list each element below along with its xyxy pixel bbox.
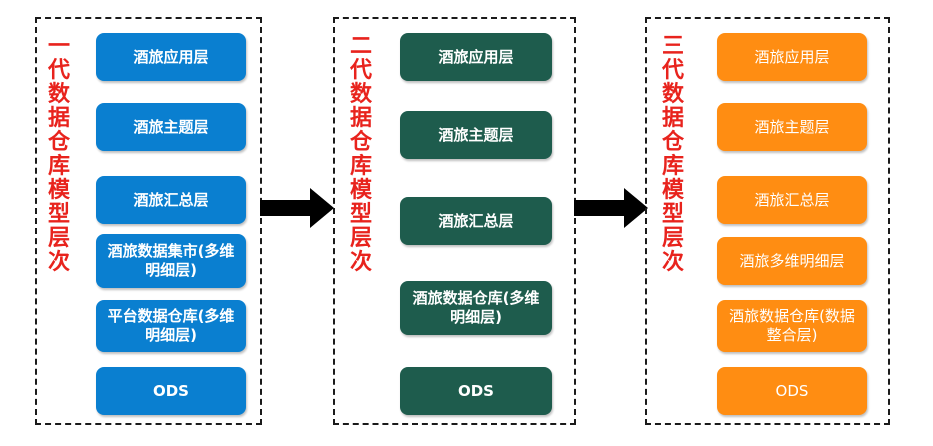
gen1-title: 一代数据仓库模型层次 <box>47 34 70 275</box>
gen2-panel: 二代数据仓库模型层次 酒旅应用层 酒旅主题层 酒旅汇总层 酒旅数据仓库(多维明细… <box>333 17 576 425</box>
gen1-panel: 一代数据仓库模型层次 酒旅应用层 酒旅主题层 酒旅汇总层 酒旅数据集市(多维明细… <box>35 17 262 425</box>
gen2-layer-app: 酒旅应用层 <box>400 33 552 81</box>
gen1-layer-app: 酒旅应用层 <box>96 33 246 81</box>
right-arrow-icon <box>574 188 648 228</box>
gen1-layer-topic: 酒旅主题层 <box>96 103 246 151</box>
gen3-layer-detail: 酒旅多维明细层 <box>717 237 867 285</box>
gen1-layer-summary: 酒旅汇总层 <box>96 176 246 224</box>
right-arrow-icon <box>260 188 334 228</box>
gen2-layer-topic: 酒旅主题层 <box>400 111 552 159</box>
gen3-layer-app: 酒旅应用层 <box>717 33 867 81</box>
gen2-title: 二代数据仓库模型层次 <box>349 34 372 275</box>
gen2-layer-summary: 酒旅汇总层 <box>400 197 552 245</box>
gen2-layer-ods: ODS <box>400 367 552 415</box>
gen2-layer-dw: 酒旅数据仓库(多维明细层) <box>400 281 552 335</box>
gen1-layer-ods: ODS <box>96 367 246 415</box>
gen3-title: 三代数据仓库模型层次 <box>661 34 684 275</box>
gen3-layer-summary: 酒旅汇总层 <box>717 176 867 224</box>
gen3-layer-ods: ODS <box>717 367 867 415</box>
gen3-layer-dw: 酒旅数据仓库(数据整合层) <box>717 300 867 352</box>
gen3-panel: 三代数据仓库模型层次 酒旅应用层 酒旅主题层 酒旅汇总层 酒旅多维明细层 酒旅数… <box>645 17 890 425</box>
gen3-layer-topic: 酒旅主题层 <box>717 103 867 151</box>
gen1-layer-mart: 酒旅数据集市(多维明细层) <box>96 234 246 288</box>
gen1-layer-platform-dw: 平台数据仓库(多维明细层) <box>96 300 246 352</box>
